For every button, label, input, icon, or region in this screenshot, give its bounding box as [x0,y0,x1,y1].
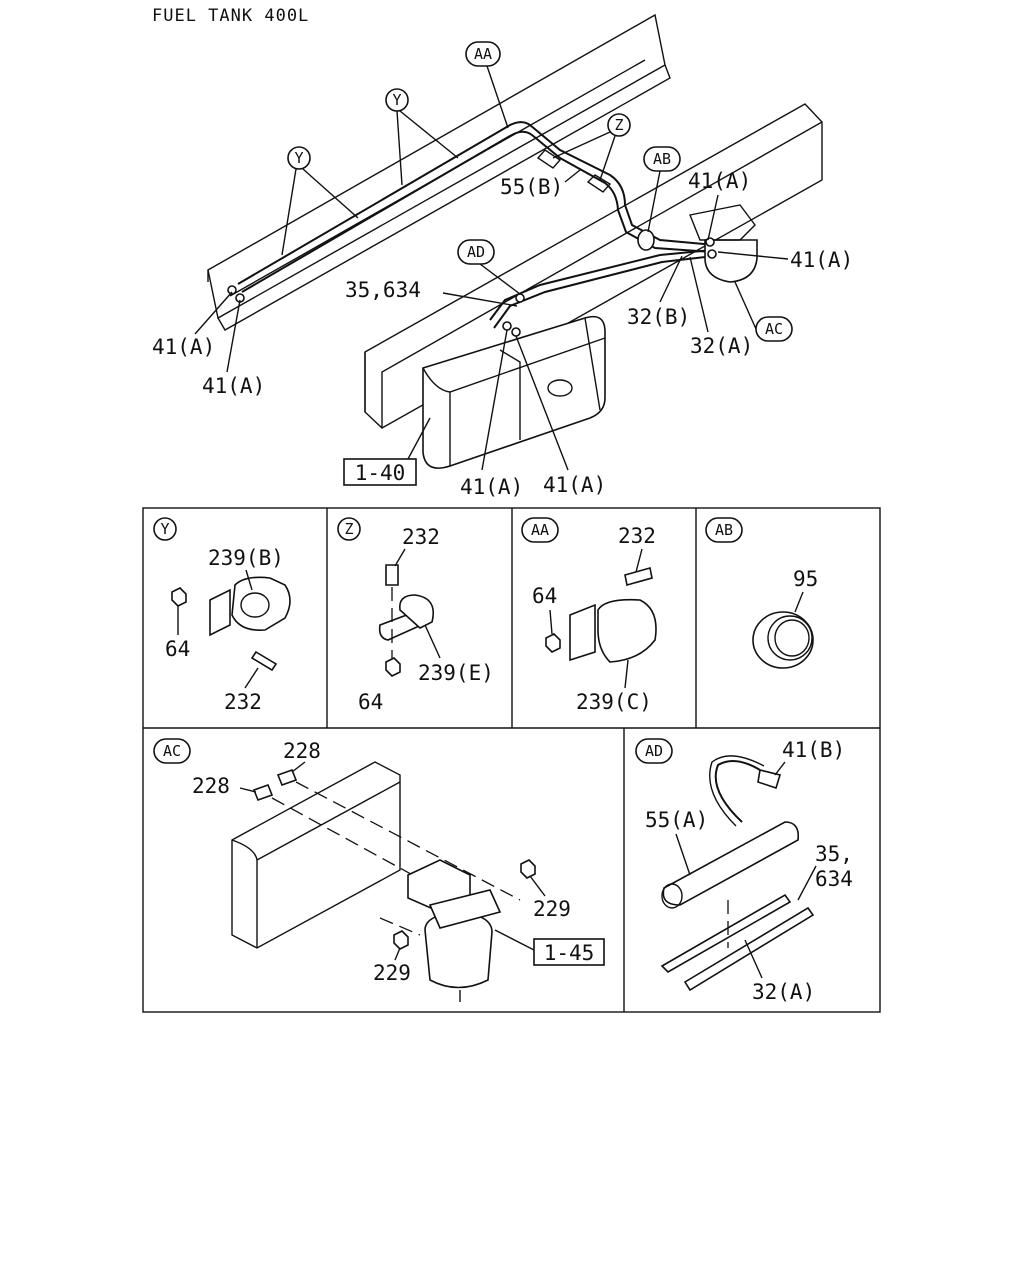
label-41a-top: 41(A) [688,169,751,193]
callout-z: Z [552,113,631,181]
nut-229a [520,859,536,879]
label-55b: 55(B) [500,175,563,199]
clamp-41b [714,760,761,823]
clip-239c [597,598,657,663]
detail-ab: AB 95 [705,517,818,669]
svg-text:228: 228 [283,739,321,763]
callout-y-upper: Y [385,88,459,186]
svg-text:634: 634 [815,867,853,891]
svg-text:AC: AC [765,320,783,338]
svg-text:228: 228 [192,774,230,798]
callout-aa: AA [465,41,509,129]
callout-y-lower: Y [281,146,359,256]
ref-box-1-40 [343,458,417,486]
svg-text:55(A): 55(A) [645,808,708,832]
clips [227,149,717,337]
ref-1-40: 1-40 [355,461,406,485]
label-41a-left1: 41(A) [152,335,215,359]
callout-ac: AC [734,281,793,342]
bolt-228a [276,768,298,787]
svg-text:Y: Y [294,149,303,167]
fuel-lines [237,121,716,329]
detail-ad: AD 41(B) 55(A) 35, 634 32(A) [635,738,853,1004]
svg-text:239(C): 239(C) [576,690,652,714]
svg-text:229: 229 [533,897,571,921]
svg-text:229: 229 [373,961,411,985]
detail-ac: AC 228 228 229 229 1-45 [153,738,605,1002]
lower-frame-rail [364,103,823,429]
svg-text:AC: AC [163,742,181,760]
nut-64 [545,633,561,653]
svg-text:AB: AB [653,150,671,168]
clip-239b [231,576,291,632]
upper-frame-rail [207,13,671,331]
svg-text:Y: Y [160,520,169,538]
frame-member [231,761,401,949]
grommet-95 [752,611,814,669]
label-32a: 32(A) [690,334,753,358]
callout-ad: AD [457,239,521,295]
label-32b: 32(B) [627,305,690,329]
svg-text:232: 232 [618,524,656,548]
bolt-228b [252,783,274,802]
label-41a-left2: 41(A) [202,374,265,398]
svg-text:AD: AD [645,742,663,760]
svg-text:239(B): 239(B) [208,546,284,570]
svg-text:239(E): 239(E) [418,661,494,685]
bracket [209,588,231,637]
bolt-232 [385,564,399,586]
svg-text:232: 232 [402,525,440,549]
nut-229b [393,930,409,950]
svg-text:41(B): 41(B) [782,738,845,762]
svg-text:AA: AA [531,521,549,539]
svg-text:AD: AD [467,243,485,261]
sleeve-55a [662,821,800,906]
nut-64 [171,587,187,607]
main-assembly-view: AA Y Y Z AB AD [152,13,853,499]
svg-text:64: 64 [165,637,190,661]
bracket [569,603,596,662]
bolt-232 [624,566,653,587]
svg-text:95: 95 [793,567,818,591]
fuel-tank [422,315,606,469]
svg-text:AB: AB [715,521,733,539]
svg-text:Z: Z [614,116,623,134]
label-41a-bottom1: 41(A) [460,475,523,499]
svg-text:64: 64 [532,584,557,608]
label-35-634: 35,634 [345,278,421,302]
svg-text:AA: AA [474,45,492,63]
svg-text:Z: Z [344,520,353,538]
nut-64 [385,657,401,677]
svg-text:35,: 35, [815,842,853,866]
ref-1-45: 1-45 [544,941,595,965]
svg-text:Y: Y [392,91,401,109]
label-41a-bottom2: 41(A) [543,473,606,497]
detail-aa: AA 232 64 239(C) [521,517,657,714]
svg-text:232: 232 [224,690,262,714]
fuel-filter [689,204,758,283]
detail-grid [142,507,881,1013]
diagram-title: FUEL TANK 400L [152,6,309,26]
callout-ab: AB [643,146,681,233]
detail-y: Y 239(B) 64 232 [153,517,291,714]
tube-35 [660,893,792,973]
ref-box-1-45 [533,938,605,966]
svg-text:32(A): 32(A) [752,980,815,1004]
detail-z: Z 232 239(E) 64 [337,517,494,714]
label-41a-right: 41(A) [790,248,853,272]
svg-text:64: 64 [358,690,383,714]
bolt-232 [250,650,278,672]
